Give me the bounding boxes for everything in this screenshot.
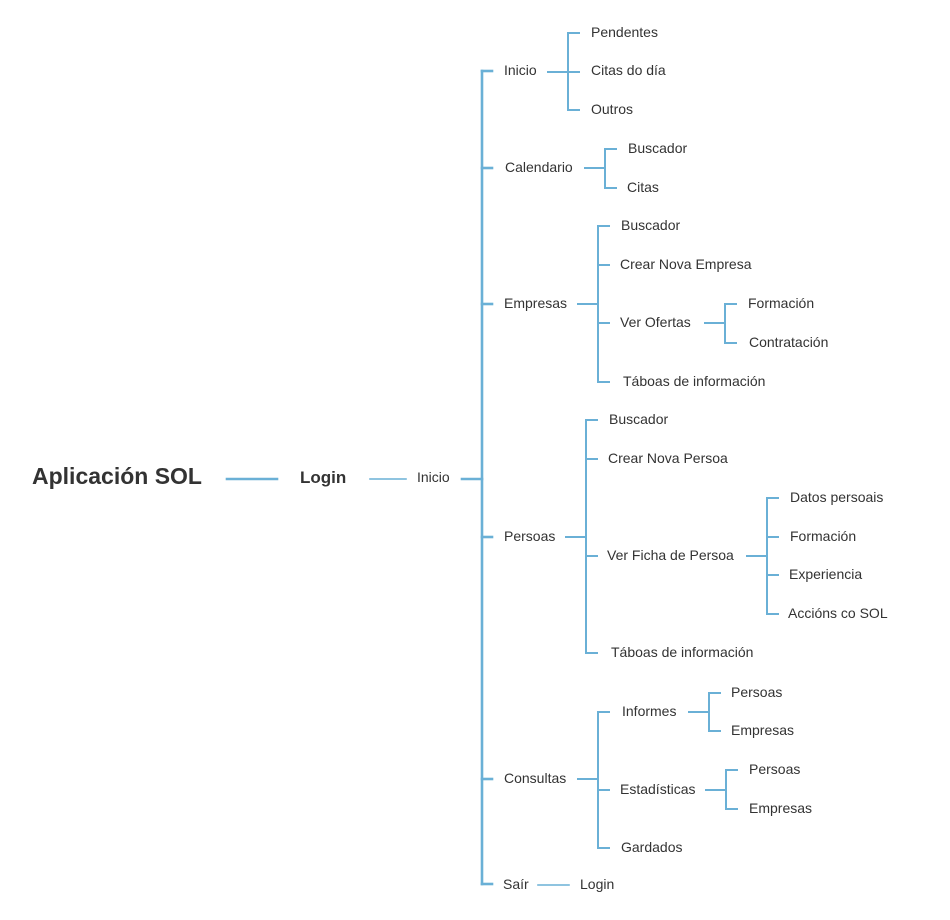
node-sair-login: Login <box>580 876 614 892</box>
node-experiencia: Experiencia <box>789 566 862 582</box>
node-inicio-root: Inicio <box>417 469 450 485</box>
node-calendario-citas: Citas <box>627 179 659 195</box>
node-empresas-taboas: Táboas de información <box>623 373 765 389</box>
node-estadisticas-empresas: Empresas <box>749 800 812 816</box>
node-ficha-formacion: Formación <box>790 528 856 544</box>
node-gardados: Gardados <box>621 839 682 855</box>
node-ofertas-formacion: Formación <box>748 295 814 311</box>
node-citas-do-dia: Citas do día <box>591 62 666 78</box>
node-ofertas-contratacion: Contratación <box>749 334 828 350</box>
node-login: Login <box>300 468 346 487</box>
node-crear-nova-persoa: Crear Nova Persoa <box>608 450 728 466</box>
node-calendario: Calendario <box>505 159 573 175</box>
node-inicio: Inicio <box>504 62 537 78</box>
node-empresas-buscador: Buscador <box>621 217 680 233</box>
node-persoas-taboas: Táboas de información <box>611 644 753 660</box>
node-crear-nova-empresa: Crear Nova Empresa <box>620 256 752 272</box>
connector-lines <box>225 32 779 886</box>
node-persoas-buscador: Buscador <box>609 411 668 427</box>
node-informes: Informes <box>622 703 676 719</box>
node-pendentes: Pendentes <box>591 24 658 40</box>
node-ver-ficha-de-persoa: Ver Ficha de Persoa <box>607 547 734 563</box>
node-accions-co-sol: Accións co SOL <box>788 605 888 621</box>
node-informes-empresas: Empresas <box>731 722 794 738</box>
node-informes-persoas: Persoas <box>731 684 782 700</box>
node-outros: Outros <box>591 101 633 117</box>
node-aplicacion-sol: Aplicación SOL <box>32 463 202 489</box>
node-ver-ofertas: Ver Ofertas <box>620 314 691 330</box>
node-datos-persoais: Datos persoais <box>790 489 883 505</box>
node-calendario-buscador: Buscador <box>628 140 687 156</box>
node-empresas: Empresas <box>504 295 567 311</box>
node-sair: Saír <box>503 876 529 892</box>
node-estadisticas-persoas: Persoas <box>749 761 800 777</box>
node-consultas: Consultas <box>504 770 566 786</box>
node-persoas: Persoas <box>504 528 555 544</box>
node-estadisticas: Estadísticas <box>620 781 695 797</box>
